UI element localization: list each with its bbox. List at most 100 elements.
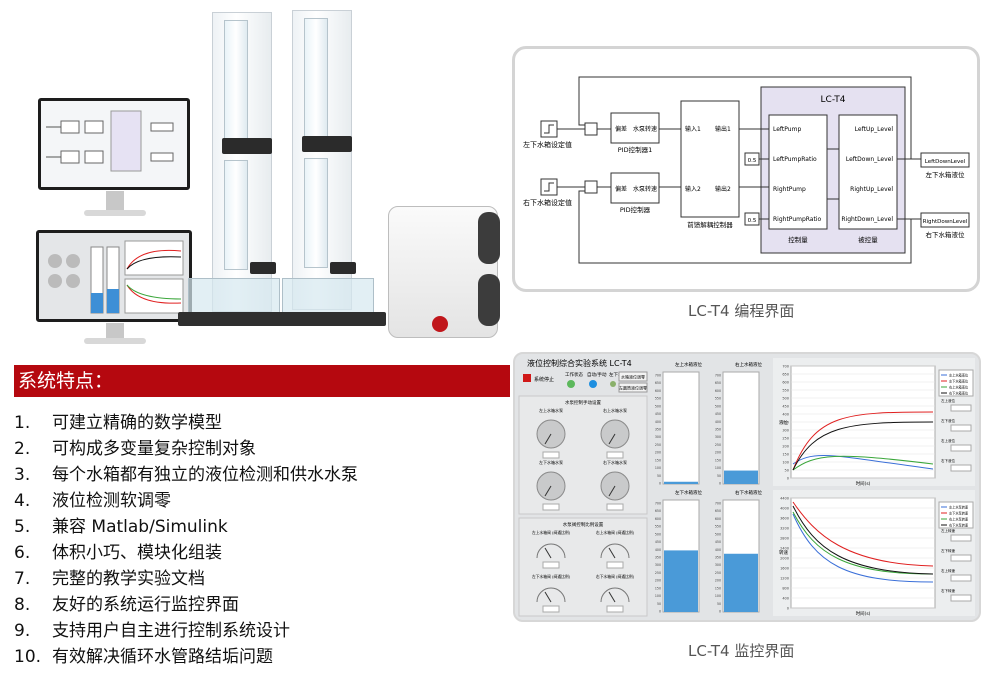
right-setpoint-label: 右下水箱设定值 — [523, 198, 572, 207]
features-title: 系统特点： — [14, 365, 510, 397]
readout-field[interactable] — [950, 534, 972, 542]
measured-output-block[interactable] — [838, 114, 898, 230]
status-label-mode: 自动/手动 — [587, 371, 607, 378]
knob-value-3[interactable] — [606, 503, 624, 511]
valve-dial-1[interactable] — [600, 543, 630, 559]
pid-controller-1[interactable] — [610, 112, 660, 144]
dial-value-1[interactable] — [606, 561, 624, 569]
sum-block-left[interactable] — [584, 122, 598, 136]
knob-value-1[interactable] — [606, 451, 624, 459]
scope-left-down-level[interactable] — [920, 152, 970, 168]
pid-controller-2[interactable] — [610, 172, 660, 204]
speed-chart-plot[interactable] — [790, 497, 936, 609]
tank-tube-right-lower — [304, 158, 328, 268]
pid1-output-label: 水泵转速 — [633, 125, 657, 133]
dial-value-0[interactable] — [542, 561, 560, 569]
feature-text: 友好的系统运行监控界面 — [52, 595, 239, 615]
monitor-diagram-screen — [38, 98, 190, 190]
readout-field[interactable] — [950, 464, 972, 472]
readout-label: 左下液位 — [941, 418, 955, 423]
feature-item: 9.支持用户自主进行控制系统设计 — [14, 618, 358, 644]
features-list: 1.可建立精确的数学模型 2.可构成多变量复杂控制对象 3.每个水箱都有独立的液… — [14, 410, 358, 670]
const-left-value: 0.5 — [748, 158, 757, 164]
knob-value-2[interactable] — [542, 503, 560, 511]
rig-base — [178, 312, 386, 326]
decoupler-output-1: 输出1 — [715, 125, 731, 133]
readout-field[interactable] — [950, 554, 972, 562]
sum-block-right[interactable] — [584, 180, 598, 194]
chart-tick-label: 150 — [782, 453, 789, 457]
feature-number: 1. — [14, 413, 31, 433]
readout-label: 左上转速 — [941, 528, 955, 533]
feature-number: 6. — [14, 543, 31, 563]
tank-scale-tick: 550 — [715, 525, 721, 529]
scope-right-down-level[interactable] — [920, 212, 970, 228]
tank-scale-tick: 650 — [655, 381, 661, 385]
tank-gauge-1 — [722, 371, 760, 485]
tank-scale-tick: 300 — [655, 435, 661, 439]
tank-scale-tick: 450 — [715, 412, 721, 416]
readout-field[interactable] — [950, 424, 972, 432]
tank-scale-tick: 150 — [715, 458, 721, 462]
readout-field[interactable] — [950, 574, 972, 582]
tank-level-fill — [664, 481, 698, 484]
water-basin-left — [188, 278, 280, 314]
chart-tick-label: 350 — [782, 421, 789, 425]
chart-tick-label: 500 — [782, 397, 789, 401]
zero-button-tank[interactable] — [618, 371, 648, 382]
zero-button-cylinder[interactable] — [618, 382, 648, 393]
knob-label-1: 右上水箱水泵 — [603, 407, 627, 413]
readout-field[interactable] — [950, 404, 972, 412]
control-input-block[interactable] — [768, 114, 828, 230]
chart-tick-label: 700 — [782, 365, 789, 369]
valve-dial-2[interactable] — [536, 587, 566, 603]
chart-tick-label: 250 — [782, 437, 789, 441]
feature-text: 有效解决循环水管路结垢问题 — [52, 647, 273, 667]
tank-label-0: 左上水箱液位 — [675, 361, 702, 368]
speed-chart-ylabel: 转速 — [779, 549, 788, 556]
tank-label-1: 右上水箱液位 — [735, 361, 762, 368]
chart-tick-label: 200 — [782, 445, 789, 449]
feature-text: 可构成多变量复杂控制对象 — [52, 439, 256, 459]
tank-scale-tick: 400 — [655, 548, 661, 552]
tank-scale-tick: 100 — [715, 594, 721, 598]
readout-field[interactable] — [950, 444, 972, 452]
tank-level-fill — [724, 553, 758, 612]
scope-right-name: RightDownLevel — [923, 219, 968, 225]
auto-manual-toggle-icon[interactable] — [589, 380, 597, 388]
monitor-foot — [84, 210, 146, 216]
knob-group — [518, 395, 648, 515]
dial-label-0: 左上水箱阀 (阀通比例) — [532, 530, 571, 535]
feature-item: 1.可建立精确的数学模型 — [14, 410, 358, 436]
tank-scale-tick: 450 — [655, 412, 661, 416]
readout-label: 左下转速 — [941, 548, 955, 553]
tank-tube-left-lower — [224, 160, 248, 270]
tank-tube-right-upper — [304, 18, 328, 138]
valve-dial-3[interactable] — [600, 587, 630, 603]
chart-tick-label: 450 — [782, 405, 789, 409]
pid1-input-label: 偏差 — [615, 125, 627, 133]
tank-scale-tick: 50 — [717, 474, 721, 478]
readout-field[interactable] — [950, 594, 972, 602]
tank-scale-tick: 650 — [715, 381, 721, 385]
knob-value-0[interactable] — [542, 451, 560, 459]
dial-value-3[interactable] — [606, 605, 624, 613]
dial-value-2[interactable] — [542, 605, 560, 613]
decoupling-controller[interactable] — [680, 100, 740, 218]
tank-scale-tick: 650 — [655, 509, 661, 513]
stop-button[interactable]: 系统停止 — [534, 376, 554, 383]
tank-scale-tick: 150 — [715, 586, 721, 590]
stop-indicator-icon[interactable] — [523, 374, 531, 382]
decoupler-name: 前馈解耦控制器 — [687, 220, 733, 229]
meas-port-0: LeftUp_Level — [855, 126, 894, 133]
knob-label-3: 右下水箱水泵 — [603, 459, 627, 465]
tank-scale-tick: 200 — [715, 451, 721, 455]
feature-item: 2.可构成多变量复杂控制对象 — [14, 436, 358, 462]
pump-wheel-bottom — [478, 274, 500, 326]
chart-series-line — [792, 511, 934, 575]
valve-dial-0[interactable] — [536, 543, 566, 559]
monitor-stand — [106, 191, 124, 211]
tank-scale-tick: 250 — [655, 571, 661, 575]
tank-scale-tick: 150 — [655, 586, 661, 590]
tank-scale-tick: 250 — [655, 443, 661, 447]
